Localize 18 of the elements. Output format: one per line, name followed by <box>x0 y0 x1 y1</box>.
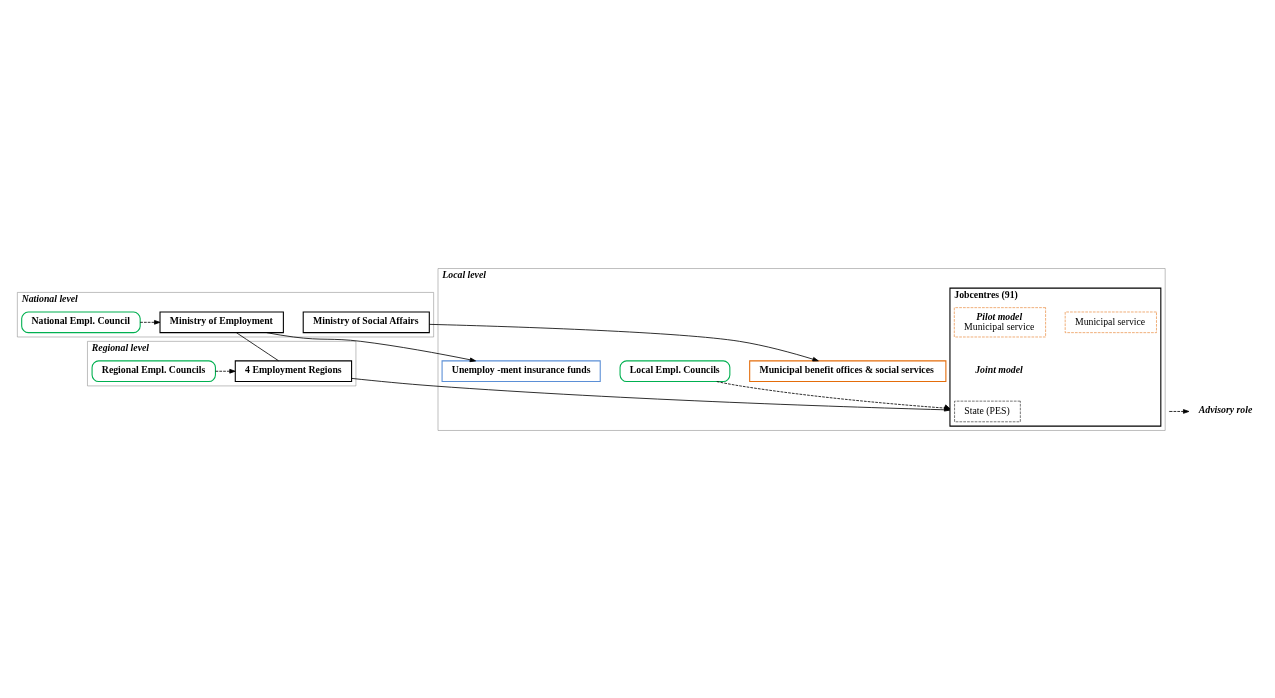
legend-label: Advisory role <box>1198 403 1252 415</box>
node-box: 4 Employment Regions <box>234 359 352 382</box>
node-box: Regional Empl. Councils <box>91 359 216 382</box>
arrow <box>265 331 476 362</box>
node-box: Municipal benefit offices & social services <box>748 359 946 382</box>
node-box: Pilot model Municipal service <box>953 306 1046 337</box>
node-box: Ministry of Employment <box>158 310 284 333</box>
node-box: Local Empl. Councils <box>619 359 730 382</box>
arrow <box>139 319 160 325</box>
connector <box>235 331 279 361</box>
node-box: State (PES) <box>953 400 1021 422</box>
arrow <box>715 380 950 409</box>
node-box: Municipal service <box>1064 311 1157 333</box>
arrow <box>428 323 819 361</box>
label: Joint model <box>974 363 1023 375</box>
node-box: Ministry of Social Affairs <box>302 310 430 333</box>
arrow <box>214 368 236 374</box>
node-box: National Empl. Council <box>20 310 141 333</box>
